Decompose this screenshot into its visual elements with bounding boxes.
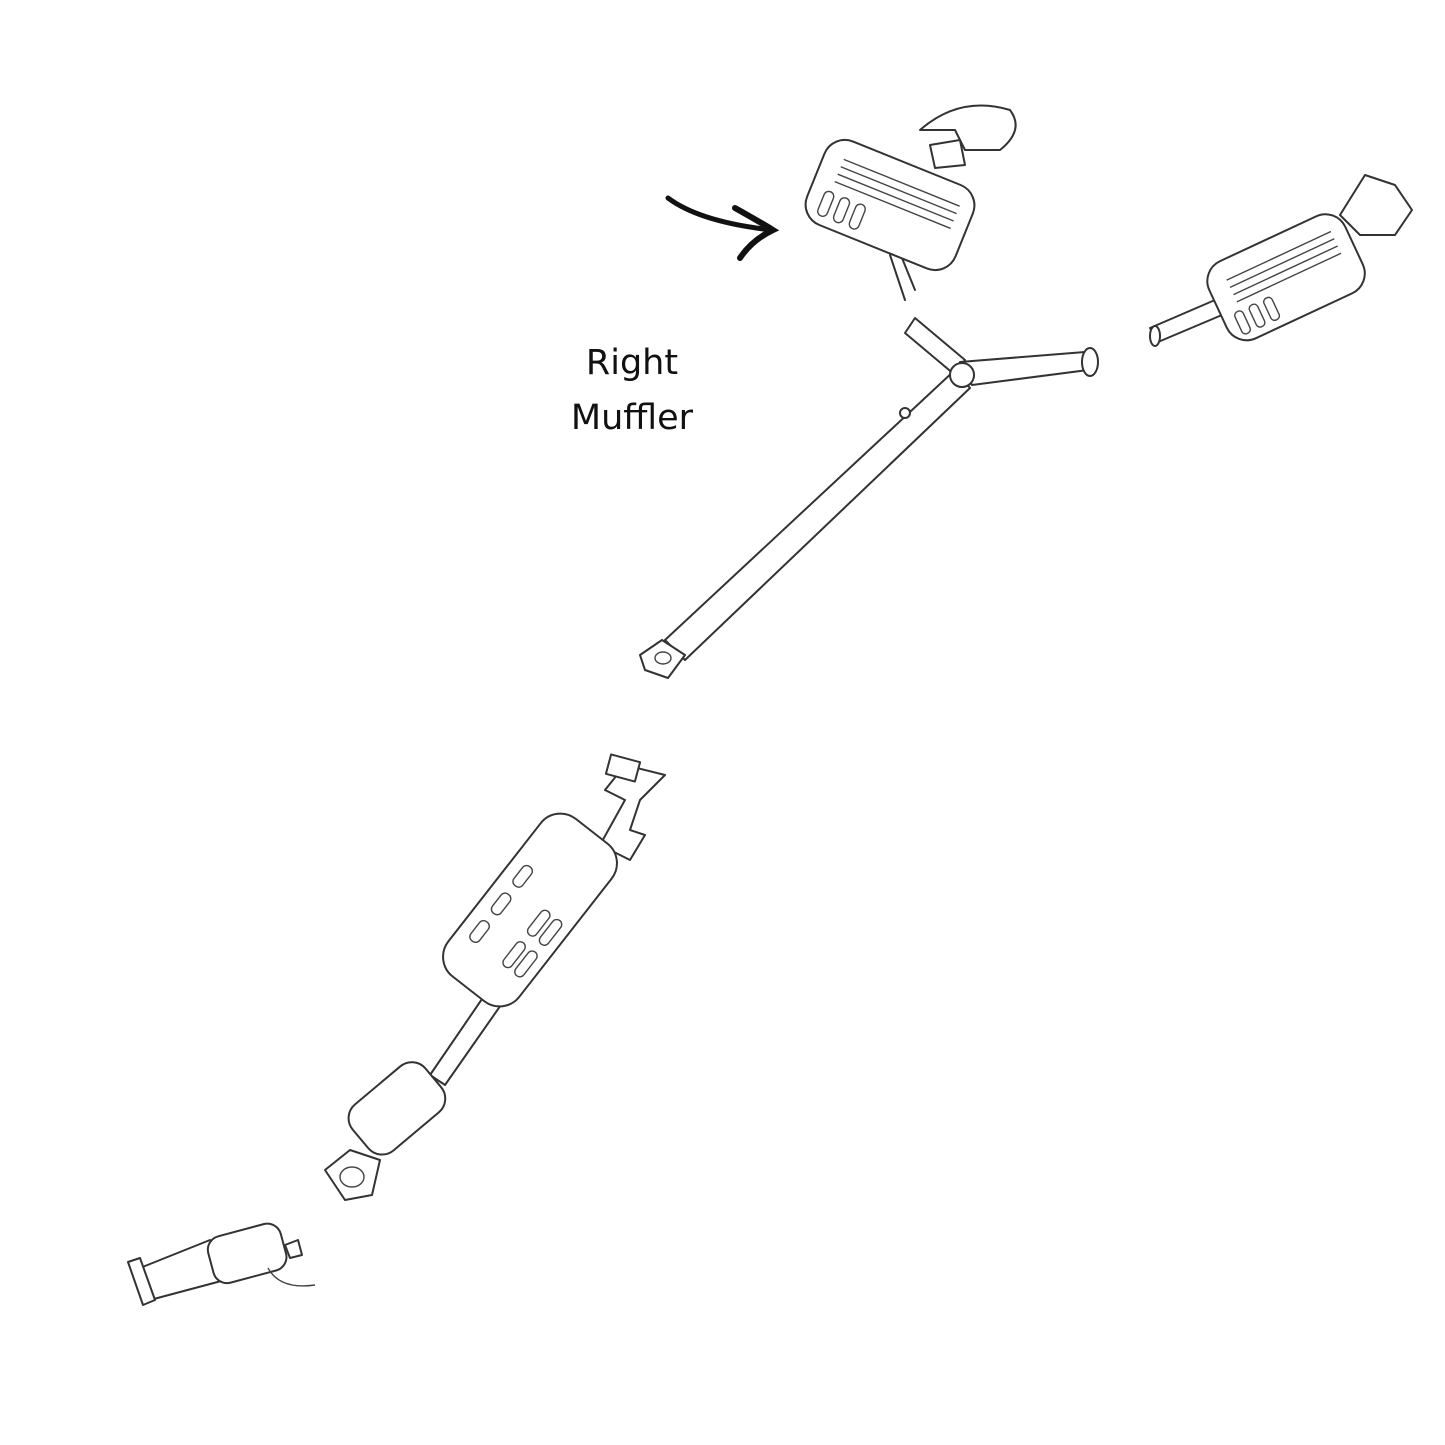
right-muffler-label: Right Muffler <box>532 336 732 446</box>
label-line-1: Right <box>585 343 679 383</box>
front-pipe <box>127 1222 316 1306</box>
left-muffler <box>1149 174 1413 347</box>
label-line-2: Muffler <box>570 398 694 438</box>
center-resonator <box>429 753 666 1086</box>
catalytic-converter <box>324 1061 447 1201</box>
y-pipe <box>639 317 1099 679</box>
annotation-arrow <box>665 195 780 261</box>
right-muffler <box>804 104 1017 301</box>
